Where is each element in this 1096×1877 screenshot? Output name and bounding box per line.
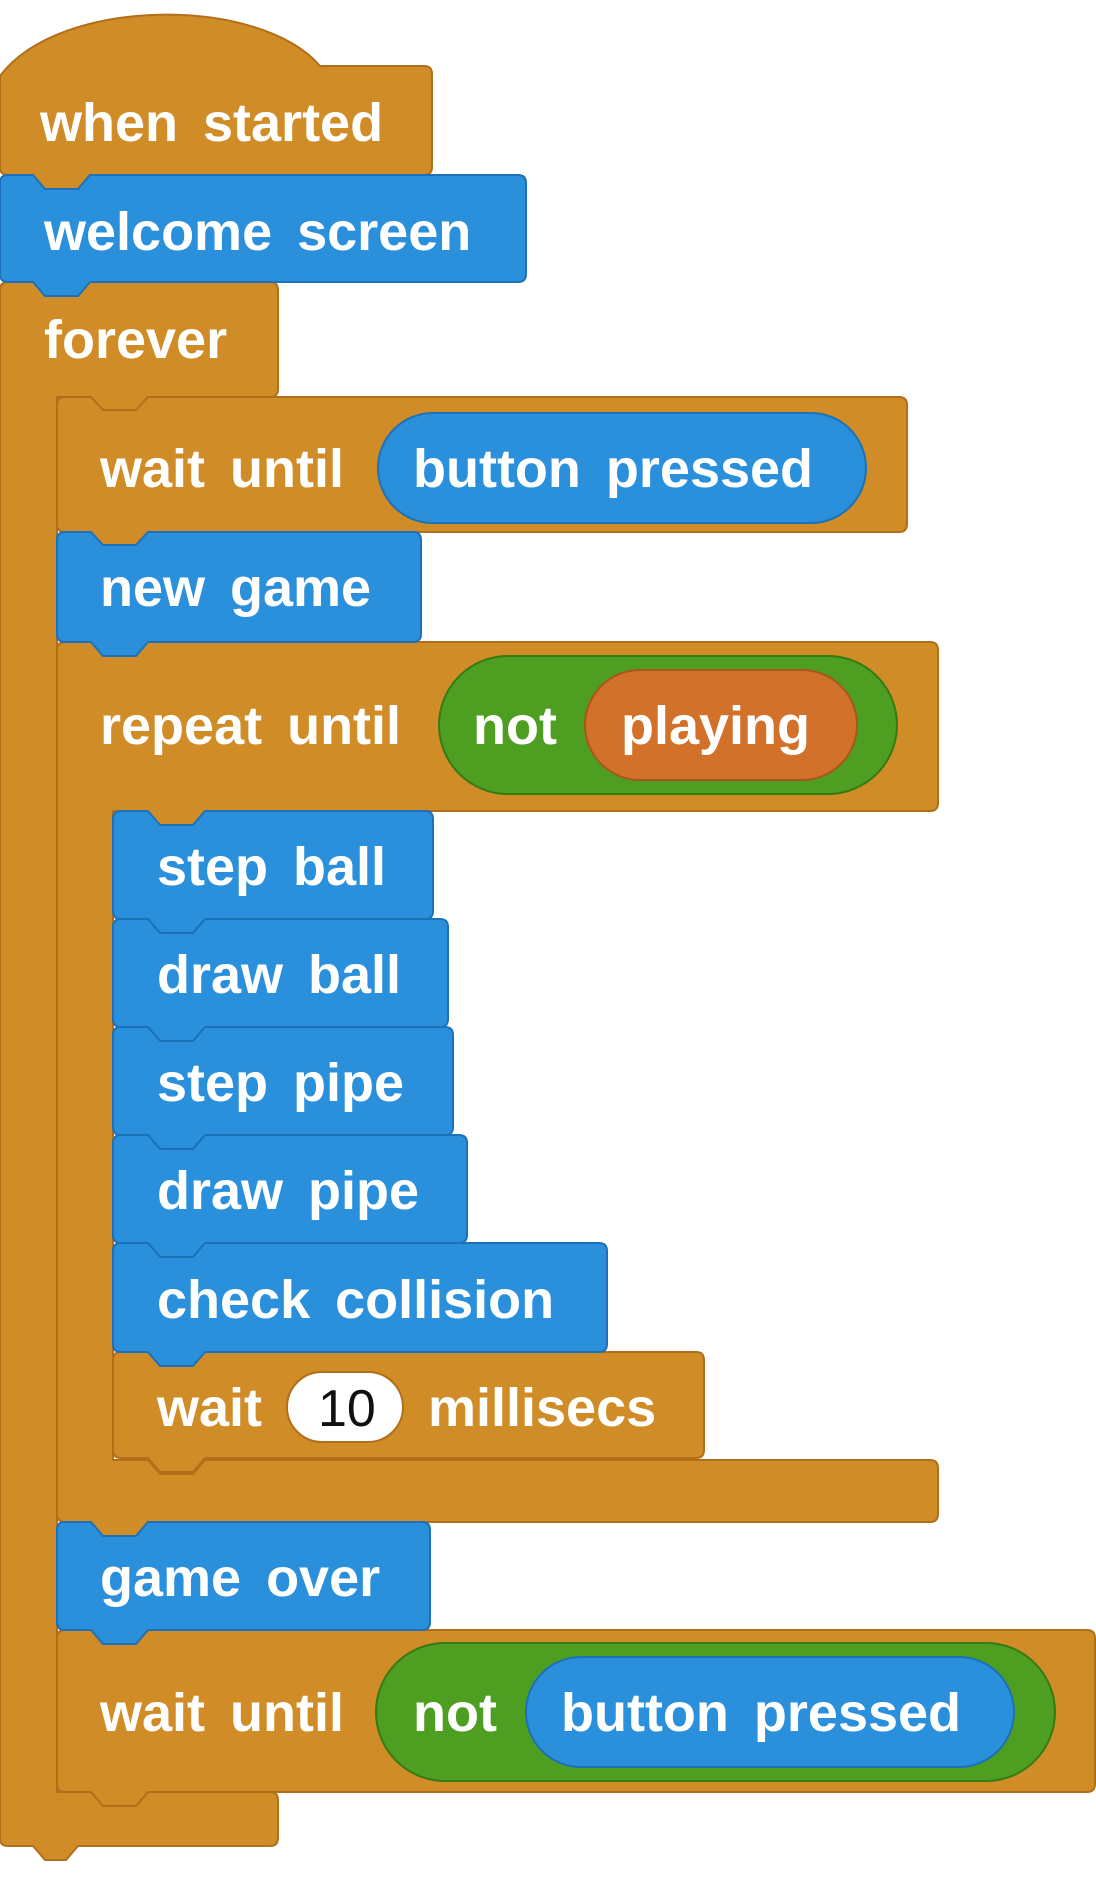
button-pressed-label-2: button pressed bbox=[561, 1683, 962, 1743]
check-collision-label: check collision bbox=[157, 1270, 555, 1330]
draw-pipe-label: draw pipe bbox=[157, 1161, 420, 1221]
step-pipe-label: step pipe bbox=[157, 1053, 405, 1113]
button-pressed-reporter-1[interactable] bbox=[377, 412, 867, 524]
game-over-block[interactable] bbox=[56, 1521, 431, 1645]
forever-block[interactable] bbox=[0, 281, 279, 1861]
button-pressed-reporter-2[interactable] bbox=[525, 1656, 1015, 1768]
milliseconds-input[interactable] bbox=[286, 1371, 404, 1443]
repeat-until-label: repeat until bbox=[100, 696, 402, 756]
playing-label: playing bbox=[621, 696, 811, 756]
millisecs-label: millisecs bbox=[428, 1378, 657, 1438]
not-label-2: not bbox=[413, 1683, 497, 1743]
step-ball-label: step ball bbox=[157, 837, 387, 897]
check-collision-block[interactable] bbox=[112, 1242, 608, 1367]
draw-ball-label: draw ball bbox=[157, 945, 402, 1005]
welcome-screen-label: welcome screen bbox=[44, 202, 472, 262]
welcome-screen-block[interactable] bbox=[0, 174, 527, 297]
wait-until-label-2: wait until bbox=[100, 1683, 344, 1743]
wait-label: wait bbox=[157, 1378, 263, 1438]
new-game-block[interactable] bbox=[56, 531, 422, 657]
not-label-1: not bbox=[473, 696, 557, 756]
wait-until-label-1: wait until bbox=[100, 439, 344, 499]
milliseconds-value: 10 bbox=[318, 1380, 376, 1438]
when-started-label: when started bbox=[40, 93, 384, 153]
forever-label: forever bbox=[44, 310, 228, 370]
wait-millisecs-block[interactable] bbox=[112, 1351, 705, 1473]
game-over-label: game over bbox=[100, 1548, 381, 1608]
button-pressed-label-1: button pressed bbox=[413, 439, 814, 499]
new-game-label: new game bbox=[100, 558, 372, 618]
playing-variable-reporter[interactable] bbox=[584, 669, 858, 781]
